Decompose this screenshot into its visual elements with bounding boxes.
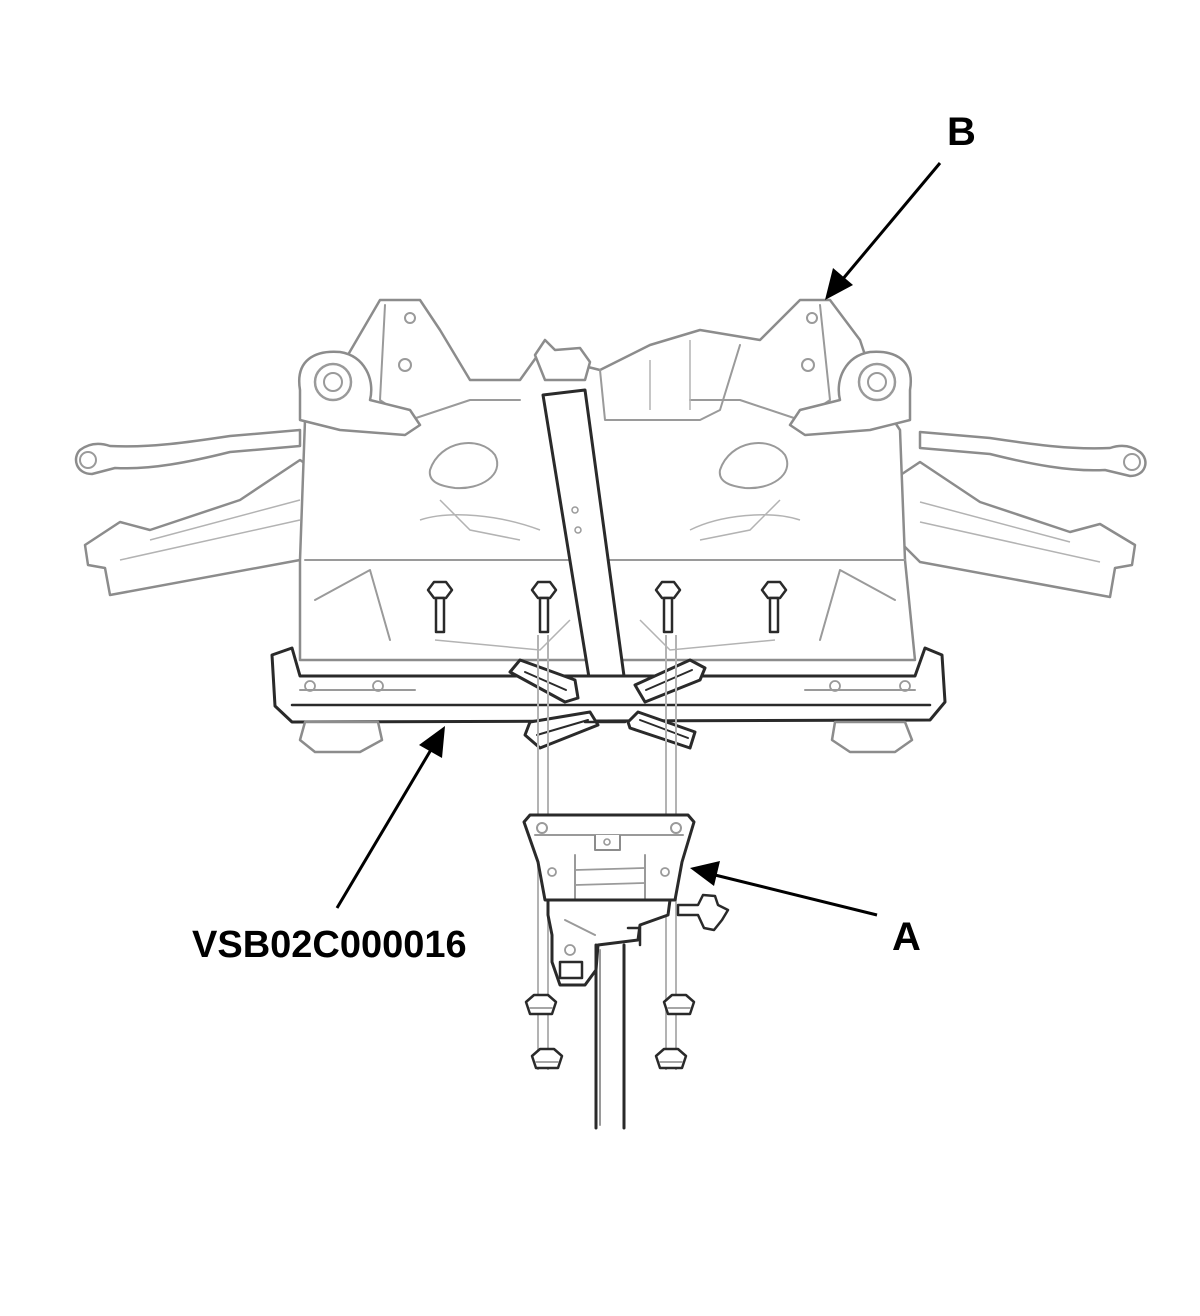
crossmember-body (298, 298, 917, 662)
mounting-bolts (426, 580, 788, 634)
right-lower-arm (888, 460, 1137, 599)
left-lower-arm (83, 458, 332, 597)
tool-fixture (270, 388, 947, 754)
bolt (760, 580, 788, 634)
left-bushing (297, 350, 422, 437)
frame-foot-right (830, 720, 914, 754)
nut (530, 1047, 564, 1070)
bolt (426, 580, 454, 634)
callout-b-label: B (947, 110, 976, 154)
callout-a-label: A (892, 915, 921, 959)
adapter-plate (522, 813, 696, 902)
nut (524, 993, 558, 1016)
nut (662, 993, 696, 1016)
rear-housing (599, 344, 741, 421)
nuts (524, 993, 696, 1070)
callout-b: B (825, 110, 976, 300)
bolt (654, 580, 682, 634)
callout-tool: VSB02C000016 (192, 726, 467, 966)
subframe-assembly (74, 298, 1147, 662)
fixture-frame (270, 646, 947, 724)
left-lateral-arm (74, 428, 302, 476)
nut (654, 1047, 688, 1070)
jack-adapter (522, 813, 730, 1130)
frame-foot-left (298, 720, 384, 754)
adjuster-knob (676, 893, 730, 932)
callout-a: A (690, 861, 921, 959)
right-bushing (788, 350, 913, 437)
support-tab (533, 338, 592, 382)
jack-post (594, 943, 626, 1130)
bolt (530, 580, 558, 634)
upper-slot-right (633, 658, 707, 704)
right-lateral-arm (918, 430, 1147, 478)
callout-tool-label: VSB02C000016 (192, 924, 467, 966)
